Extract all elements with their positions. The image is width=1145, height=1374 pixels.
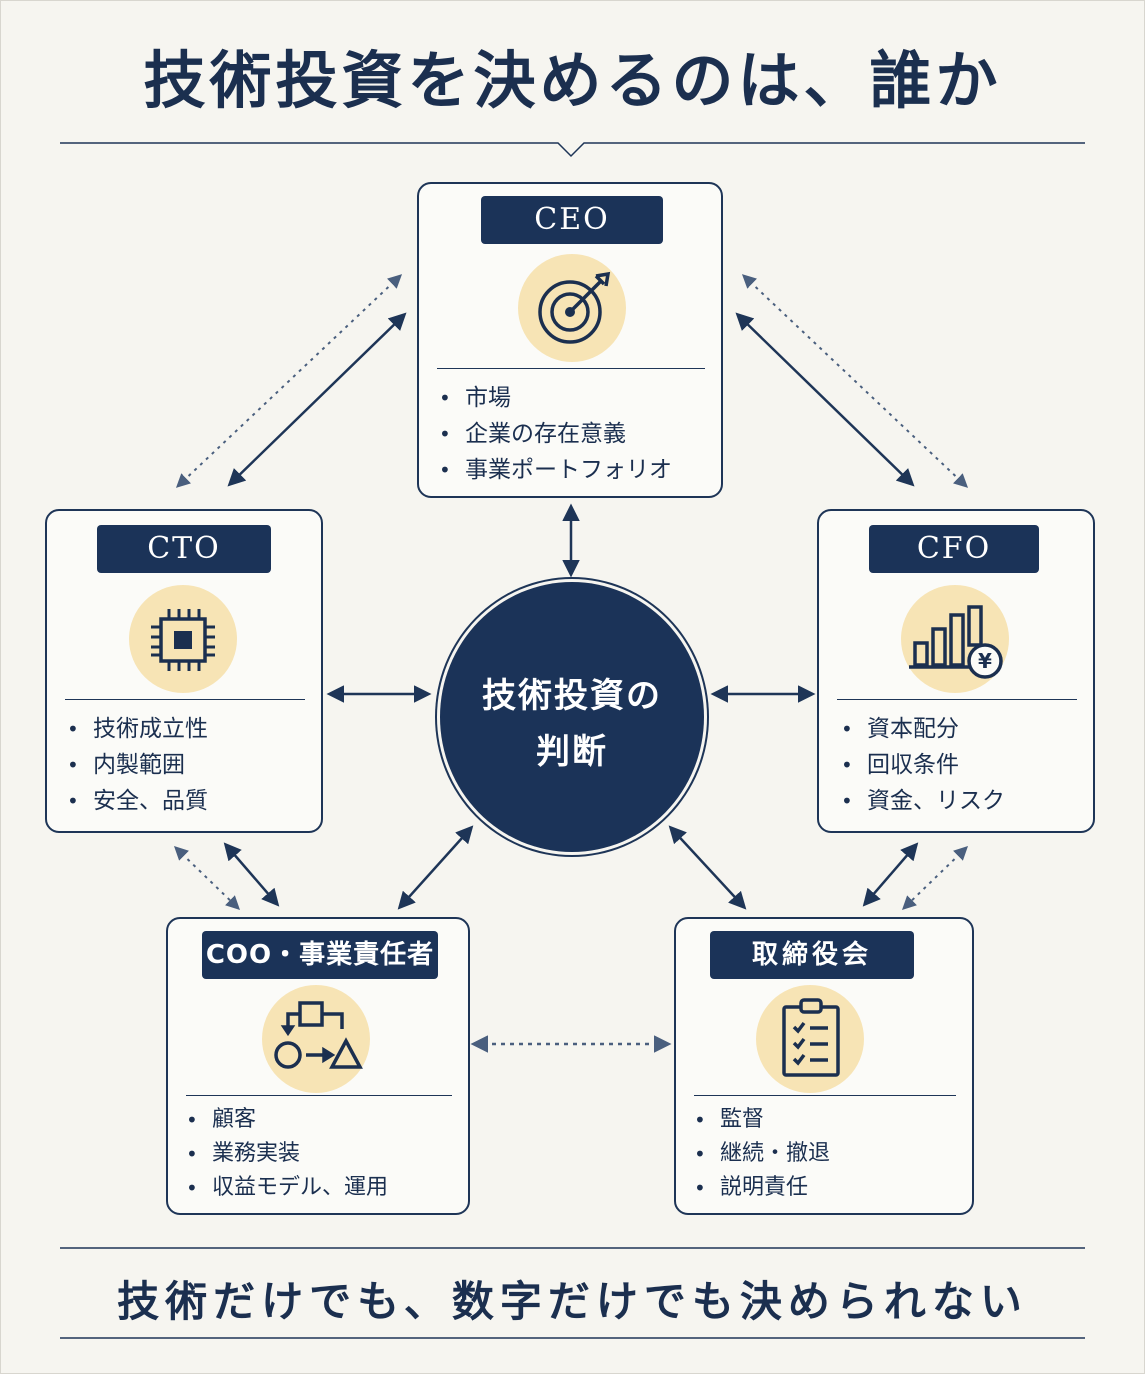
list-item: 資本配分 xyxy=(841,711,1005,747)
svg-text:¥: ¥ xyxy=(978,649,992,673)
cfo-card: CFO ¥ 資本配分 回収条件 資金、リスク xyxy=(817,509,1095,833)
list-item: 技術成立性 xyxy=(67,711,208,747)
arrow-cfo-board-dotted xyxy=(901,846,969,910)
arrow-ceo-cto-dotted xyxy=(175,274,403,488)
list-item: 継続・撤退 xyxy=(694,1137,830,1171)
list-item: 業務実装 xyxy=(186,1137,388,1171)
list-item: 資金、リスク xyxy=(841,783,1005,819)
cfo-icon-bg: ¥ xyxy=(901,585,1009,693)
list-item: 説明責任 xyxy=(694,1171,830,1205)
arrow-ceo-cfo-solid xyxy=(735,312,915,487)
arrow-cfo-board-solid xyxy=(862,842,919,907)
list-item: 顧客 xyxy=(186,1103,388,1137)
list-item: 市場 xyxy=(439,380,672,416)
cfo-divider xyxy=(837,699,1077,700)
list-item: 内製範囲 xyxy=(67,747,208,783)
cfo-items: 資本配分 回収条件 資金、リスク xyxy=(841,711,1005,819)
board-card: 取締役会 監督 継続・撤退 説明責任 xyxy=(674,917,974,1215)
coo-icon-bg xyxy=(262,985,370,1093)
ceo-badge: CEO xyxy=(481,196,663,244)
page-title: 技術投資を決めるのは、誰か xyxy=(143,44,1002,117)
arrow-board-center xyxy=(668,825,747,910)
ceo-divider xyxy=(437,368,705,369)
checklist-clipboard-icon xyxy=(782,998,840,1077)
arrow-ceo-cto-solid xyxy=(227,312,407,487)
list-item: 収益モデル、運用 xyxy=(186,1171,388,1205)
cto-badge: CTO xyxy=(97,525,271,573)
center-line-2: 判断 xyxy=(536,732,608,772)
ceo-icon-bg xyxy=(518,254,626,362)
yen-chart-icon: ¥ xyxy=(909,605,1003,679)
board-badge: 取締役会 xyxy=(710,931,914,979)
chip-icon xyxy=(151,609,215,671)
header-rule xyxy=(60,142,1085,158)
list-item: 安全、品質 xyxy=(67,783,208,819)
list-item: 回収条件 xyxy=(841,747,1005,783)
target-icon xyxy=(538,271,611,344)
center-decision-circle: 技術投資の 判断 xyxy=(440,582,704,852)
cto-icon-bg xyxy=(129,585,237,693)
cto-card: CTO 技術成立性 内製範囲 安全、品質 xyxy=(45,509,323,833)
cto-items: 技術成立性 内製範囲 安全、品質 xyxy=(67,711,208,819)
board-items: 監督 継続・撤退 説明責任 xyxy=(694,1103,830,1205)
coo-badge: COO・事業責任者 xyxy=(202,931,438,979)
list-item: 企業の存在意義 xyxy=(439,416,672,452)
board-divider xyxy=(694,1095,956,1096)
arrow-ceo-cfo-dotted xyxy=(741,274,969,488)
arrow-cto-coo-solid xyxy=(223,842,280,907)
ceo-card: CEO 市場 企業の存在意義 事業ポートフォリオ xyxy=(417,182,723,498)
cfo-badge: CFO xyxy=(869,525,1039,573)
center-line-1: 技術投資の xyxy=(482,676,662,716)
arrow-cto-coo-dotted xyxy=(173,846,241,910)
flow-shapes-icon xyxy=(274,1001,363,1069)
board-icon-bg xyxy=(756,985,864,1093)
coo-card: COO・事業責任者 顧客 業務実装 収益モデル、運用 xyxy=(166,917,470,1215)
coo-divider xyxy=(186,1095,452,1096)
ceo-items: 市場 企業の存在意義 事業ポートフォリオ xyxy=(439,380,672,488)
footer-tagline: 技術だけでも、数字だけでも決められない xyxy=(117,1277,1028,1326)
coo-items: 顧客 業務実装 収益モデル、運用 xyxy=(186,1103,388,1205)
cto-divider xyxy=(65,699,305,700)
list-item: 監督 xyxy=(694,1103,830,1137)
center-label: 技術投資の 判断 xyxy=(440,668,704,780)
arrow-coo-center xyxy=(397,825,474,910)
list-item: 事業ポートフォリオ xyxy=(439,452,672,488)
